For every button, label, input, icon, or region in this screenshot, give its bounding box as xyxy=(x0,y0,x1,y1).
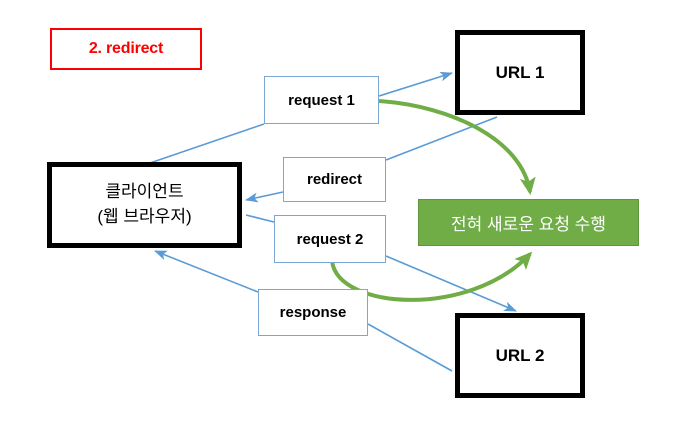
node-client: 클라이언트 (웹 브라우저) xyxy=(47,162,242,248)
request1-label: request 1 xyxy=(288,91,355,109)
node-request-2: request 2 xyxy=(274,215,386,263)
client-label-line1: 클라이언트 xyxy=(105,182,184,202)
edge-url2-to-response xyxy=(367,323,453,372)
node-url1: URL 1 xyxy=(455,30,585,115)
edge-url1-to-redirect xyxy=(385,116,498,161)
node-new-request: 전혀 새로운 요청 수행 xyxy=(418,199,639,246)
url2-label: URL 2 xyxy=(495,345,545,365)
title-label: 2. redirect xyxy=(88,40,164,57)
title-box: 2. redirect xyxy=(50,28,202,70)
new-request-label: 전혀 새로운 요청 수행 xyxy=(451,215,606,234)
edge-request2-to-url2 xyxy=(385,255,517,312)
node-response: response xyxy=(258,289,368,336)
node-url2: URL 2 xyxy=(455,313,585,398)
edge-redirect-to-client xyxy=(245,191,284,203)
redirect-label: redirect xyxy=(306,171,363,188)
response-label: response xyxy=(279,304,347,321)
node-redirect: redirect xyxy=(283,157,386,202)
edge-response-to-client xyxy=(154,250,259,293)
edge-request1-to-url1 xyxy=(378,71,453,97)
edge-client-to-request1 xyxy=(149,123,265,164)
url1-label: URL 1 xyxy=(495,62,545,82)
edge-client-to-request2 xyxy=(245,214,275,223)
request2-label: request 2 xyxy=(296,230,364,248)
client-label-line2: (웹 브라우저) xyxy=(97,207,192,226)
node-request-1: request 1 xyxy=(264,76,379,124)
